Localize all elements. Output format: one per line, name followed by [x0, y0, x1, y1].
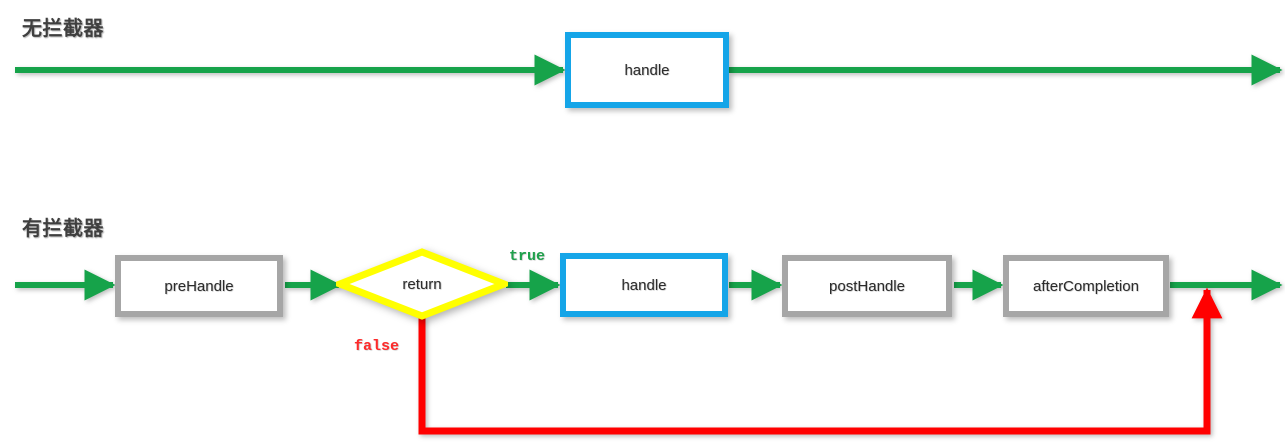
node-return-decision[interactable]: return	[330, 248, 514, 320]
node-label-preHandle: preHandle	[164, 277, 234, 295]
node-handle-with-interceptor[interactable]: handle	[560, 253, 728, 317]
node-label-return: return	[402, 275, 442, 293]
node-handle-no-interceptor[interactable]: handle	[565, 32, 729, 108]
node-label-postHandle: postHandle	[829, 277, 905, 295]
node-afterCompletion[interactable]: afterCompletion	[1003, 255, 1169, 317]
title-text-with-interceptor: 有拦截器	[22, 218, 104, 240]
section-title-no-interceptor: 无拦截器	[22, 12, 104, 41]
node-label-afterCompletion: afterCompletion	[1033, 277, 1139, 295]
section-title-with-interceptor: 有拦截器	[22, 212, 104, 241]
node-label-handle-2: handle	[621, 276, 667, 294]
title-text-no-interceptor: 无拦截器	[22, 18, 104, 40]
node-preHandle[interactable]: preHandle	[115, 255, 283, 317]
node-label-handle-1: handle	[624, 61, 670, 79]
edge-label-true: true	[509, 248, 546, 265]
diamond-shape-icon	[330, 248, 514, 320]
node-postHandle[interactable]: postHandle	[782, 255, 952, 317]
edge-label-false: false	[354, 338, 400, 355]
